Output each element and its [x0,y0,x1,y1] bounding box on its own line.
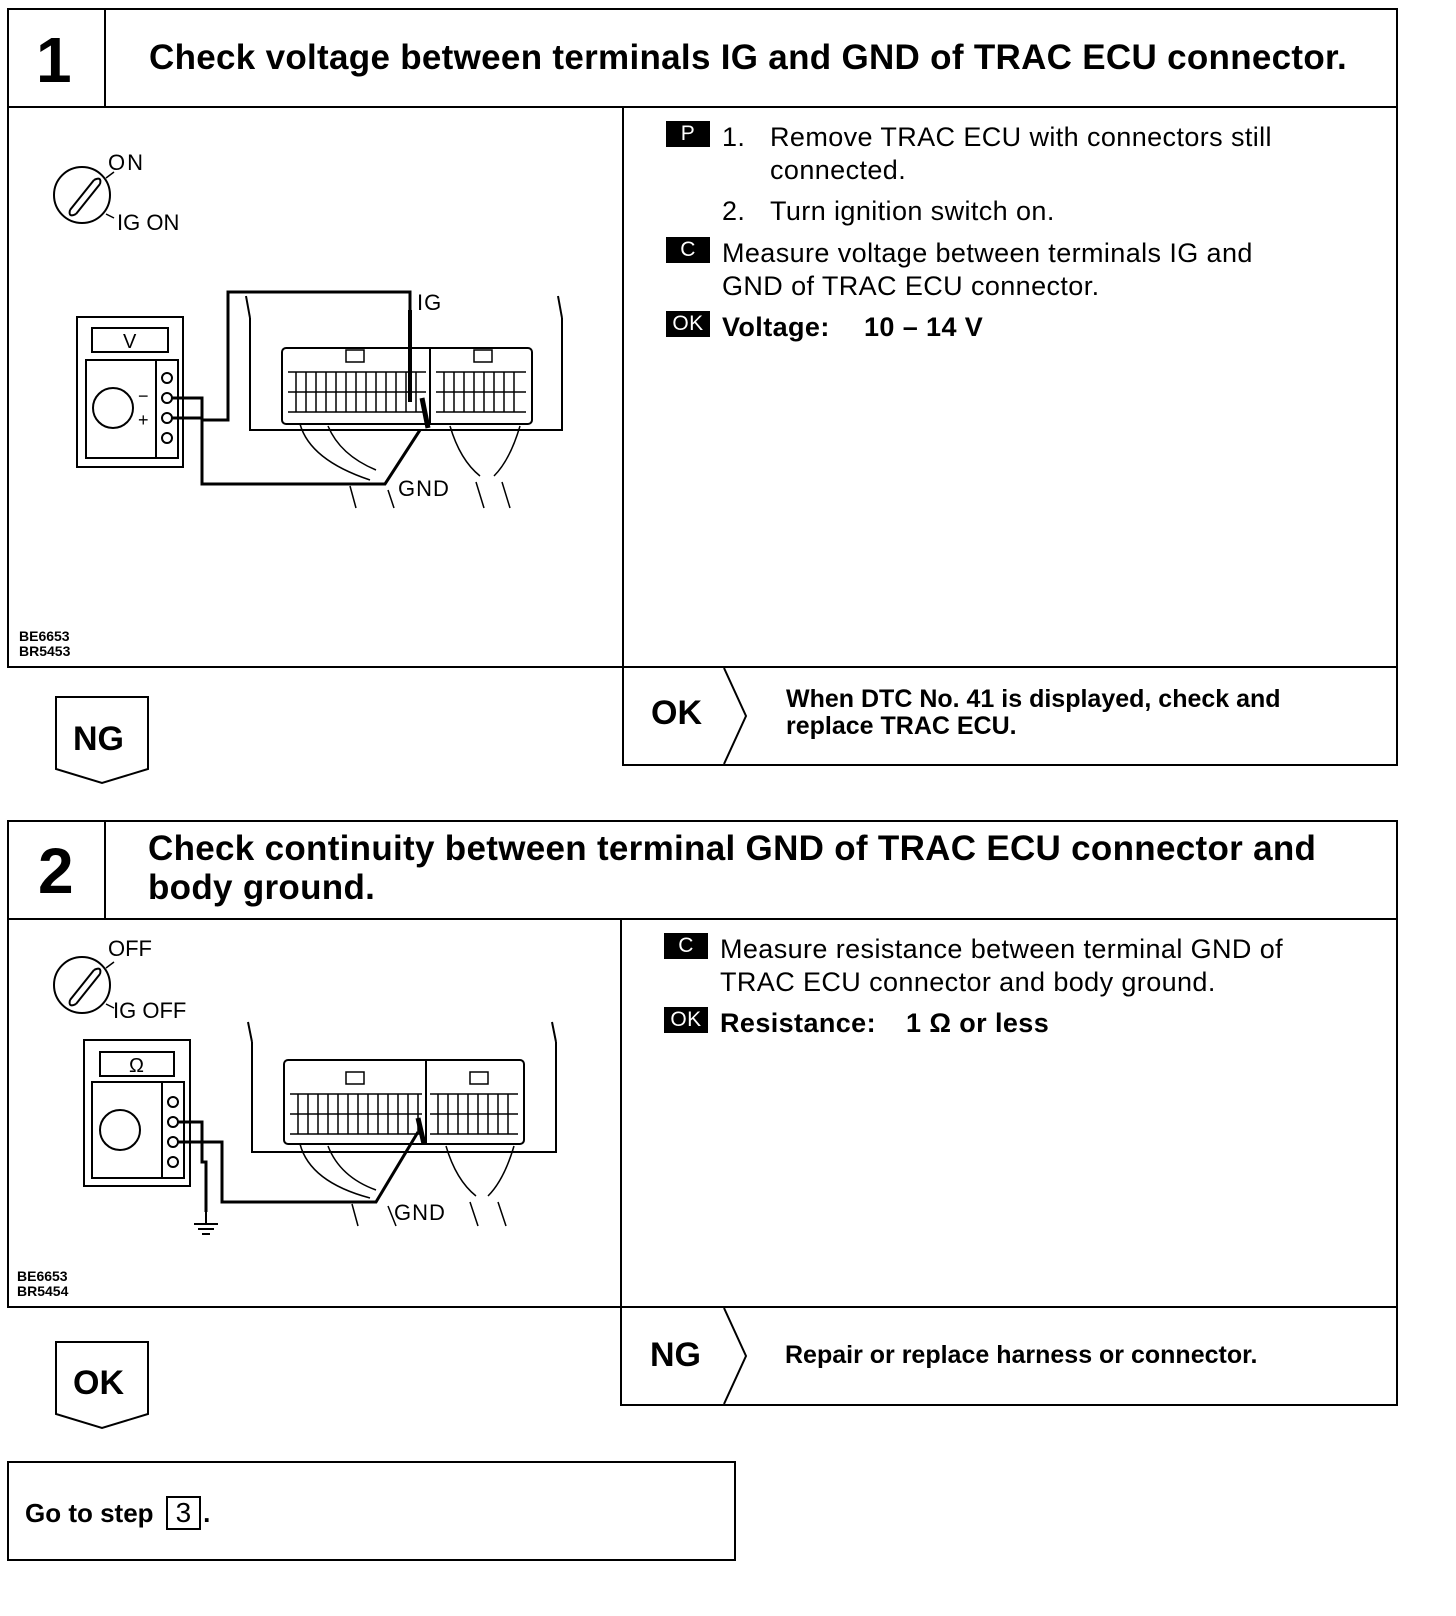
trac-ecu-connector-icon [247,1021,557,1227]
step2-measure: C Measure resistance between terminal GN… [664,933,1283,999]
step2-title: Check continuity between terminal GND of… [148,829,1317,907]
goto-step-text: Go to step 3 . [25,1496,211,1530]
ok-tag-icon: OK [666,311,710,337]
step1-body [7,106,1398,668]
meter-unit-label: V [123,331,137,353]
spec-value: 1 Ω or less [906,1008,1050,1038]
step1-instruction-1: P 1. Remove TRAC ECU with connectors sti… [666,121,1272,187]
instruction-number: 2. [722,196,746,226]
figure-code-2: BR5453 [19,643,71,659]
step2-header [7,820,1398,920]
step1-wiring-diagram: ON IG ON − + V [53,150,563,509]
step1-instruction-2: 2. Turn ignition switch on. [722,195,1055,228]
figure-code-2: BR5454 [17,1283,69,1299]
terminal-gnd-label: GND [394,1200,446,1225]
instruction-text: Remove TRAC ECU with connectors still co… [770,122,1272,185]
result-arrow-icon [723,668,748,764]
step1-result-text: When DTC No. 41 is displayed, check and … [786,685,1281,740]
step2-number: 2 [38,835,74,907]
switch-state-label: IG ON [117,210,179,235]
step2-flow-label: OK [73,1364,124,1402]
step2-flow-arrow [55,1341,149,1430]
ok-tag-icon: OK [664,1007,708,1033]
svg-text:−: − [138,386,149,406]
voltmeter-icon: − + [76,316,184,468]
ohmmeter-icon [83,1039,191,1187]
terminal-ig-label: IG [417,290,442,315]
step1-body-divider [622,106,624,668]
svg-text:+: + [138,410,149,430]
step1-result-box [622,666,1398,766]
measure-text: Measure resistance between terminal GND … [720,934,1284,997]
step2-body [7,918,1398,1308]
measure-text: Measure voltage between terminals IG and… [722,238,1253,301]
step2-wiring-diagram: OFF IG OFF Ω [53,936,557,1235]
result-arrow-icon [723,1308,748,1404]
step1-number: 1 [36,24,72,96]
step2-number-divider [104,820,106,920]
step1-header [7,8,1398,108]
prep-tag-icon: P [666,121,710,147]
step2-result-label: NG [650,1336,701,1374]
step2-body-divider [620,918,622,1308]
step1-title: Check voltage between terminals IG and G… [149,38,1348,77]
terminal-gnd-label: GND [398,476,450,501]
goto-step-link[interactable]: 3 [165,1496,202,1530]
ignition-switch-icon [53,956,115,1014]
meter-unit-label: Ω [129,1055,144,1077]
step1-spec: OK Voltage: 10 – 14 V [666,311,983,344]
check-tag-icon: C [664,933,708,959]
figure-code-1: BE6653 [19,628,70,644]
spec-label: Resistance: [720,1008,876,1038]
instruction-number: 1. [722,122,746,152]
switch-position-label: ON [108,150,145,175]
step2-result-box [620,1306,1398,1406]
step1-measure: C Measure voltage between terminals IG a… [666,237,1253,303]
figure-code-1: BE6653 [17,1268,68,1284]
ignition-switch-icon [53,166,115,224]
step1-result-label: OK [651,694,702,732]
step2-spec: OK Resistance: 1 Ω or less [664,1007,1049,1040]
step2-result-text: Repair or replace harness or connector. [785,1341,1258,1369]
switch-state-label: IG OFF [113,998,186,1023]
instruction-text: Turn ignition switch on. [770,196,1055,226]
check-tag-icon: C [666,237,710,263]
step1-number-divider [104,8,106,108]
body-ground-icon [194,1212,218,1235]
spec-label: Voltage: [722,312,830,342]
spec-value: 10 – 14 V [864,312,984,342]
trac-ecu-connector-icon [245,295,563,509]
switch-position-label: OFF [108,936,152,961]
step1-flow-arrow [55,696,149,785]
step1-flow-label: NG [73,720,124,758]
goto-step-box [7,1461,736,1561]
